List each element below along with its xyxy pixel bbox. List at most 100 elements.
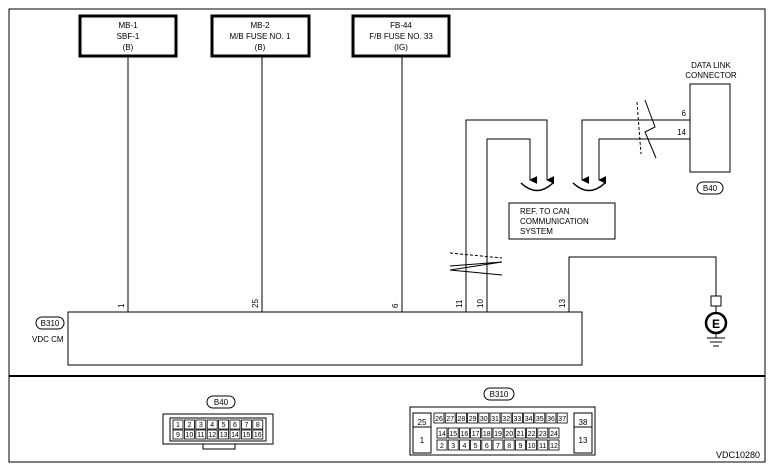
fuse-mb1-fuse: SBF-1 bbox=[117, 32, 140, 41]
b310-pin-16-cell bbox=[458, 427, 470, 439]
module-name: VDC CM bbox=[32, 335, 64, 344]
b40-pin-4-cell bbox=[206, 419, 218, 430]
can-ref-line2: COMMUNICATION bbox=[520, 217, 589, 226]
diagram-frame bbox=[8, 8, 766, 463]
b310-pin-7-cell bbox=[492, 439, 504, 451]
wire-pin-11 bbox=[465, 119, 555, 312]
b310-pin-28: 28 bbox=[458, 416, 466, 423]
b310-pin-26: 26 bbox=[435, 416, 443, 423]
b310-pin-30: 30 bbox=[480, 416, 488, 423]
b310-pin-29: 29 bbox=[469, 416, 477, 423]
b40-pin-3-cell bbox=[195, 419, 207, 430]
pin-label-25: 25 bbox=[251, 299, 260, 308]
b310-pin-35-cell bbox=[534, 412, 546, 424]
b310-pin-10: 10 bbox=[528, 443, 536, 450]
twisted-pair-symbol-dlc bbox=[636, 99, 657, 159]
fuse-mb2-name: MB-2 bbox=[250, 21, 270, 30]
fuse-mb2-type: (B) bbox=[255, 43, 266, 52]
b310-pin-14: 14 bbox=[438, 431, 446, 438]
b310-pin-3-cell bbox=[447, 439, 459, 451]
fuse-fb44-name: FB-44 bbox=[390, 21, 412, 30]
b310-pin-26-cell bbox=[433, 412, 445, 424]
can-ref-line3: SYSTEM bbox=[520, 227, 553, 236]
can-ref-line1: REF. TO CAN bbox=[520, 207, 570, 216]
b310-view-label: B310 bbox=[490, 390, 509, 399]
b40-pin-13: 13 bbox=[220, 432, 228, 439]
fuse-fb44-fuse: F/B FUSE NO. 33 bbox=[369, 32, 433, 41]
b310-pin-32-cell bbox=[500, 412, 512, 424]
b40-pin-11-cell bbox=[195, 429, 207, 440]
b310-pin-6: 6 bbox=[485, 443, 489, 450]
connector-arc-right bbox=[572, 182, 606, 192]
b310-pin-37-cell bbox=[556, 412, 568, 424]
module-connector-tag: B310 bbox=[41, 319, 60, 328]
b310-pin-11-cell bbox=[537, 439, 549, 451]
b310-pin-12-cell bbox=[548, 439, 560, 451]
b310-pin-30-cell bbox=[478, 412, 490, 424]
b310-pin-32: 32 bbox=[502, 416, 510, 423]
b40-pin-12: 12 bbox=[208, 432, 216, 439]
b310-pin-33-cell bbox=[512, 412, 523, 424]
b310-pin-17-cell bbox=[470, 427, 482, 439]
b40-pin-14-cell bbox=[229, 429, 241, 440]
b310-pin-12: 12 bbox=[550, 443, 558, 450]
pin-label-6: 6 bbox=[391, 303, 400, 308]
dlc-pin-6-label: 6 bbox=[682, 109, 687, 118]
b310-pin-22: 22 bbox=[528, 431, 536, 438]
b310-pin-13-right: 13 bbox=[579, 436, 588, 445]
dlc-pin-14-label: 14 bbox=[677, 128, 686, 137]
b40-pin-10-cell bbox=[183, 429, 195, 440]
b40-pin-3: 3 bbox=[199, 422, 203, 429]
b310-pin-24: 24 bbox=[550, 431, 558, 438]
b310-pin-35: 35 bbox=[536, 416, 544, 423]
pin-label-1: 1 bbox=[117, 303, 126, 308]
wire-pin-13 bbox=[568, 256, 717, 312]
b40-pin-14: 14 bbox=[231, 432, 239, 439]
b40-pin-4: 4 bbox=[210, 422, 214, 429]
b310-pin-31-cell bbox=[489, 412, 501, 424]
b310-pin-2-cell bbox=[436, 439, 448, 451]
b40-pin-16-cell bbox=[252, 429, 264, 440]
wire-pin-10 bbox=[486, 138, 538, 312]
b310-pin-5-cell bbox=[470, 439, 482, 451]
b40-pin-8: 8 bbox=[256, 422, 260, 429]
b40-pin-2-cell bbox=[183, 419, 195, 430]
b310-pin-5: 5 bbox=[474, 443, 478, 450]
b310-pin-24-cell bbox=[548, 427, 560, 439]
b310-pin-20-cell bbox=[503, 427, 515, 439]
dlc-title-line1: DATA LINK bbox=[691, 61, 731, 70]
b310-pin-38-right: 38 bbox=[579, 418, 588, 427]
can-reference-box: REF. TO CAN COMMUNICATION SYSTEM bbox=[508, 202, 616, 240]
b310-pin-36: 36 bbox=[547, 416, 555, 423]
b40-pin-5: 5 bbox=[222, 422, 226, 429]
b310-pin-31: 31 bbox=[491, 416, 499, 423]
b310-pin-15-cell bbox=[447, 427, 459, 439]
b40-pin-13-cell bbox=[218, 429, 230, 440]
b40-pin-1-cell bbox=[172, 419, 184, 430]
fuse-mb2-box: MB-2 M/B FUSE NO. 1 (B) bbox=[210, 14, 311, 58]
pin-label-11: 11 bbox=[455, 299, 464, 308]
ground-label: E bbox=[712, 317, 720, 331]
b40-pin-16: 16 bbox=[254, 432, 262, 439]
b40-pin-5-cell bbox=[218, 419, 230, 430]
b310-pin-14-cell bbox=[436, 427, 448, 439]
b310-pin-8-cell bbox=[503, 439, 515, 451]
b310-pin-34: 34 bbox=[525, 416, 533, 423]
b310-pin-1-left: 1 bbox=[420, 436, 425, 445]
connector-arc-left bbox=[520, 182, 554, 192]
b40-pin-8-cell bbox=[252, 419, 264, 430]
b310-pin-16: 16 bbox=[461, 431, 469, 438]
b310-pin-29-cell bbox=[467, 412, 479, 424]
data-link-connector: DATA LINK CONNECTOR 6 14 B40 bbox=[677, 61, 737, 195]
b40-pin-9: 9 bbox=[176, 432, 180, 439]
b310-pin-37: 37 bbox=[558, 416, 566, 423]
b310-pin-9-cell bbox=[515, 439, 526, 451]
b310-pin-3: 3 bbox=[451, 443, 455, 450]
wire-dlc-pin-6 bbox=[581, 119, 690, 184]
b310-pin-18-cell bbox=[481, 427, 493, 439]
b310-pin-21: 21 bbox=[517, 431, 525, 438]
fuse-mb2-fuse: M/B FUSE NO. 1 bbox=[230, 32, 291, 41]
vdc-control-module: B310 VDC CM bbox=[32, 311, 583, 366]
b40-pin-9-cell bbox=[172, 429, 184, 440]
